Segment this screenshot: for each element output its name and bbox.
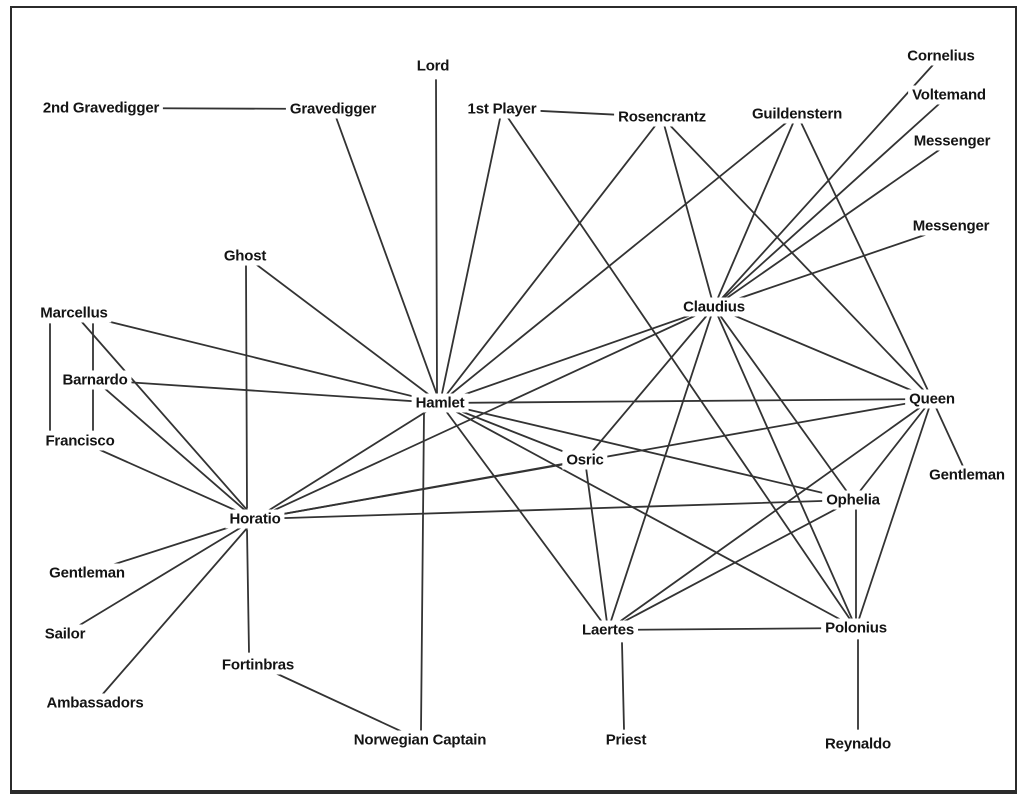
edge-lord-hamlet — [435, 79, 438, 395]
node-label-queen: Queen — [905, 389, 959, 409]
node-label-fortinbras: Fortinbras — [217, 655, 299, 675]
edge-ghost-hamlet — [244, 255, 441, 404]
edge-marcellus-horatio — [73, 312, 256, 520]
node-label-player1: 1st Player — [463, 99, 541, 119]
edge-fortinbras-captain — [257, 664, 421, 741]
node-label-voltemand: Voltemand — [908, 85, 990, 105]
edge-hamlet-claudius — [439, 306, 715, 404]
node-label-ghost: Ghost — [219, 246, 271, 266]
node-label-messenger1: Messenger — [909, 131, 995, 151]
node-label-lord: Lord — [412, 56, 454, 76]
edge-horatio-ophelia — [254, 499, 854, 520]
node-label-francisco: Francisco — [41, 431, 119, 451]
edge-claudius-queen — [713, 306, 933, 400]
edge-hamlet-ophelia — [439, 402, 854, 501]
node-label-gentleman1: Gentleman — [45, 563, 129, 583]
node-label-reynaldo: Reynaldo — [821, 734, 895, 754]
node-label-barnardo: Barnardo — [58, 370, 132, 390]
edge-messenger1-claudius — [713, 140, 953, 308]
edge-messenger2-claudius — [713, 225, 952, 308]
edge-rosencrantz-claudius — [661, 116, 715, 308]
edge-gravedigger-hamlet — [332, 108, 441, 404]
edge-horatio-ambassadors — [94, 518, 256, 704]
node-label-osric: Osric — [562, 450, 608, 470]
node-label-guildenstern: Guildenstern — [747, 104, 847, 124]
edge-marcellus-hamlet — [73, 312, 441, 404]
node-label-sailor: Sailor — [40, 624, 90, 644]
node-label-ambassadors: Ambassadors — [42, 693, 148, 713]
edge-barnardo-hamlet — [94, 379, 441, 404]
edge-laertes-osric — [584, 459, 609, 631]
edge-voltemand-claudius — [713, 94, 950, 308]
edge-queen-polonius — [855, 398, 933, 629]
edge-horatio-fortinbras — [246, 529, 250, 653]
edge-claudius-laertes — [607, 306, 715, 631]
node-label-claudius: Claudius — [679, 297, 749, 317]
edge-ophelia-laertes — [607, 499, 854, 631]
node-label-laertes: Laertes — [578, 620, 638, 640]
edge-guildenstern-claudius — [713, 113, 798, 308]
edge-queen-laertes — [607, 398, 933, 631]
edge-barnardo-horatio — [94, 379, 256, 520]
edge-queen-ophelia — [852, 398, 933, 501]
edge-claudius-osric — [584, 306, 715, 461]
node-label-ophelia: Ophelia — [822, 490, 884, 510]
edge-horatio-sailor — [64, 518, 256, 635]
edge-hamlet-laertes — [439, 402, 609, 631]
node-label-gentleman2: Gentleman — [925, 465, 1009, 485]
node-label-messenger2: Messenger — [908, 216, 994, 236]
edge-francisco-horatio — [79, 440, 256, 520]
node-label-cornelius: Cornelius — [903, 46, 979, 66]
node-label-gravedigger2: 2nd Gravedigger — [38, 98, 164, 118]
edge-rosencrantz-hamlet — [439, 116, 663, 404]
node-label-horatio: Horatio — [225, 509, 285, 529]
node-label-rosencrantz: Rosencrantz — [614, 107, 710, 127]
node-label-captain: Norwegian Captain — [349, 730, 491, 750]
edge-claudius-polonius — [713, 306, 857, 629]
edge-hamlet-osric — [439, 402, 586, 461]
edge-queen-gentleman2 — [931, 398, 968, 476]
edge-laertes-priest — [621, 642, 625, 730]
edge-player1-polonius — [501, 108, 857, 629]
edge-rosencrantz-queen — [661, 116, 933, 400]
edge-cornelius-claudius — [713, 55, 942, 308]
edge-hamlet-polonius — [439, 402, 857, 629]
node-label-hamlet: Hamlet — [411, 393, 469, 413]
node-label-polonius: Polonius — [821, 618, 891, 638]
edge-hamlet-queen — [439, 398, 933, 404]
edge-horatio-osric — [254, 459, 586, 520]
edge-claudius-ophelia — [713, 306, 854, 501]
edge-player1-hamlet — [439, 108, 503, 404]
edge-guildenstern-hamlet — [439, 113, 798, 404]
node-label-marcellus: Marcellus — [36, 303, 112, 323]
edge-hamlet-captain — [420, 411, 425, 731]
edge-ghost-horatio — [245, 265, 248, 509]
node-label-priest: Priest — [601, 730, 651, 750]
edge-horatio-hamlet — [254, 402, 441, 520]
edge-polonius-laertes — [607, 627, 857, 631]
node-label-gravedigger: Gravedigger — [285, 99, 381, 119]
